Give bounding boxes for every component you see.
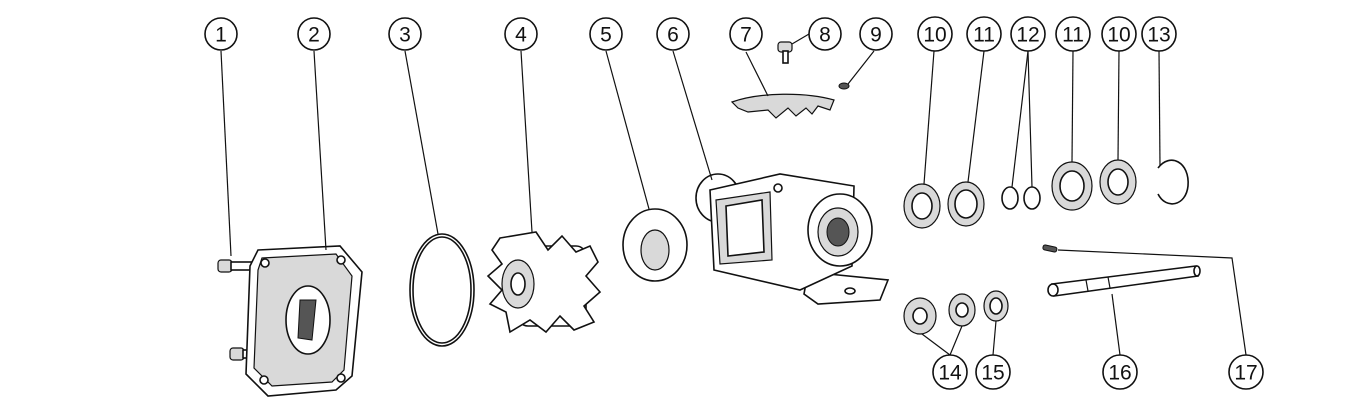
- part-15-washer: [983, 290, 1009, 322]
- callout-11-right: 11: [1055, 16, 1091, 52]
- callout-6: 6: [656, 17, 690, 51]
- callout-label: 14: [938, 362, 962, 385]
- part-9-small-seal: [838, 82, 850, 90]
- callout-label: 15: [981, 362, 1004, 385]
- callout-12: 12: [1010, 16, 1046, 52]
- callout-7: 7: [729, 17, 763, 51]
- callout-10-left: 10: [917, 16, 953, 52]
- part-11-bearing-right: [1051, 161, 1093, 211]
- callout-2: 2: [297, 17, 331, 51]
- part-3-gasket-ring: [409, 233, 475, 347]
- part-10-seal-right: [1099, 159, 1137, 205]
- callout-label: 1: [215, 24, 227, 47]
- callout-label: 12: [1016, 24, 1039, 47]
- part-12-retaining-clips: [1001, 186, 1041, 210]
- callout-label: 11: [1062, 24, 1084, 47]
- callout-label: 16: [1108, 362, 1131, 385]
- part-17-key: [1042, 244, 1058, 253]
- callout-label: 8: [819, 24, 831, 47]
- callout-label: 2: [308, 24, 320, 47]
- callout-label: 17: [1234, 362, 1257, 385]
- callout-label: 11: [973, 24, 995, 47]
- part-11-bearing-left: [947, 181, 985, 227]
- callout-label: 10: [923, 24, 946, 47]
- part-6-pump-housing: [695, 173, 890, 305]
- part-14-spacers: [903, 293, 976, 335]
- callout-16: 16: [1102, 354, 1138, 390]
- callout-8: 8: [808, 17, 842, 51]
- callout-13: 13: [1141, 16, 1177, 52]
- callout-label: 6: [667, 24, 679, 47]
- callout-10-right: 10: [1101, 16, 1137, 52]
- part-2-cover-plate: [245, 245, 363, 397]
- part-16-shaft: [1047, 265, 1201, 297]
- part-7-cam: [730, 93, 835, 119]
- callout-9: 9: [859, 17, 893, 51]
- part-13-circlip: [1157, 159, 1189, 205]
- callout-label: 5: [600, 24, 612, 47]
- callout-5: 5: [589, 17, 623, 51]
- callout-14: 14: [932, 354, 968, 390]
- callout-17: 17: [1228, 354, 1264, 390]
- leader-lines: [220, 33, 1247, 356]
- callout-15: 15: [975, 354, 1011, 390]
- callout-label: 9: [870, 24, 882, 47]
- callout-label: 4: [515, 24, 527, 47]
- callout-4: 4: [504, 17, 538, 51]
- part-8-cam-screw: [777, 41, 793, 64]
- callout-label: 7: [740, 24, 752, 47]
- part-4-impeller: [486, 231, 602, 334]
- callout-3: 3: [388, 17, 422, 51]
- part-10-seal-left: [903, 183, 941, 229]
- callout-label: 10: [1107, 24, 1130, 47]
- part-5-wear-plate: [622, 208, 688, 282]
- callout-1: 1: [204, 17, 238, 51]
- callout-11-left: 11: [966, 16, 1002, 52]
- callout-label: 3: [399, 24, 411, 47]
- callout-label: 13: [1147, 24, 1170, 47]
